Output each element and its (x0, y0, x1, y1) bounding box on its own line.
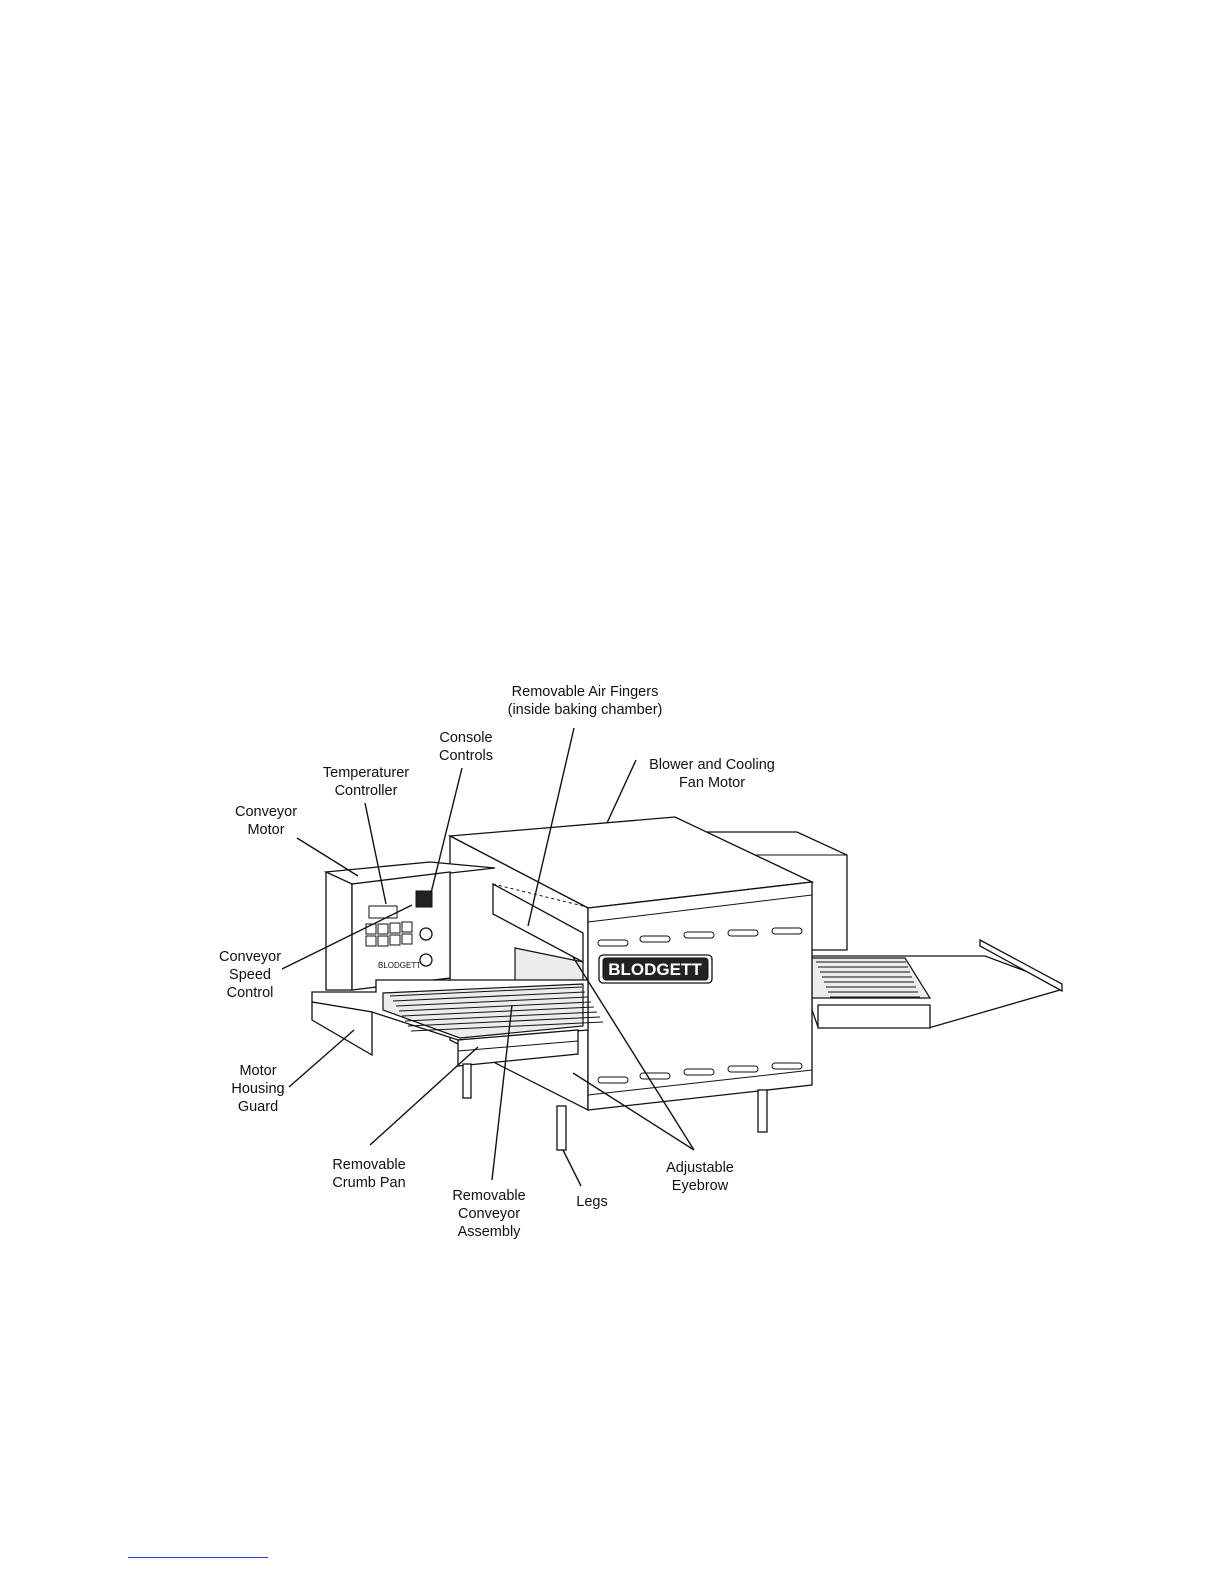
label-temperature-controller: Temperaturer Controller (306, 764, 426, 800)
footer-link-rule (128, 1557, 268, 1558)
brand-plate: BLODGETT (599, 955, 712, 983)
left-conveyor (312, 980, 603, 1066)
label-console-controls: Console Controls (416, 729, 516, 765)
label-legs: Legs (562, 1193, 622, 1211)
oven-body: BLODGETT (450, 817, 812, 1110)
brand-logo-text: BLODGETT (608, 960, 702, 979)
label-crumb-pan: Removable Crumb Pan (314, 1156, 424, 1192)
label-air-fingers: Removable Air Fingers (inside baking cha… (480, 683, 690, 719)
right-conveyor (812, 940, 1062, 1028)
label-conveyor-motor: Conveyor Motor (218, 803, 314, 839)
label-blower-fan-motor: Blower and Cooling Fan Motor (632, 756, 792, 792)
label-adjustable-eyebrow: Adjustable Eyebrow (652, 1159, 748, 1195)
label-conveyor-assembly: Removable Conveyor Assembly (434, 1187, 544, 1241)
console-brand-text: BLODGETT (378, 961, 421, 970)
label-conveyor-speed-control: Conveyor Speed Control (202, 948, 298, 1002)
label-motor-housing-guard: Motor Housing Guard (218, 1062, 298, 1116)
